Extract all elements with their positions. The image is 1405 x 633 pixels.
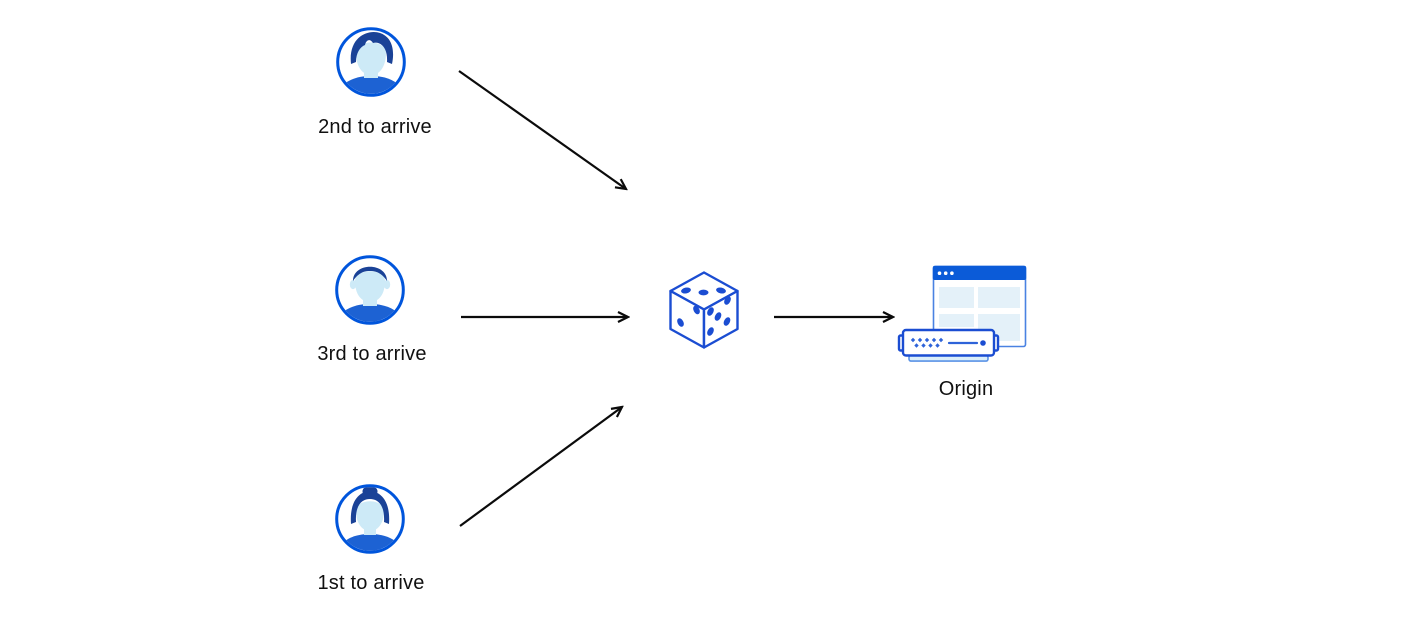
server <box>897 328 1000 362</box>
dice-icon <box>669 271 739 349</box>
avatar-icon-1st-to-arrive <box>335 484 405 554</box>
origin-server-browser-icon <box>897 265 1027 362</box>
arrow-client1-to-dice <box>459 407 622 527</box>
avatar-icon-2nd-to-arrive <box>336 27 406 97</box>
client-label-3rd: 3rd to arrive <box>317 343 427 365</box>
arrow-client2-to-dice <box>458 70 626 189</box>
client-label-1st: 1st to arrive <box>317 572 425 594</box>
avatar-icon-3rd-to-arrive <box>335 255 405 325</box>
client-label-2nd: 2nd to arrive <box>318 116 432 138</box>
origin-label: Origin <box>938 378 994 400</box>
